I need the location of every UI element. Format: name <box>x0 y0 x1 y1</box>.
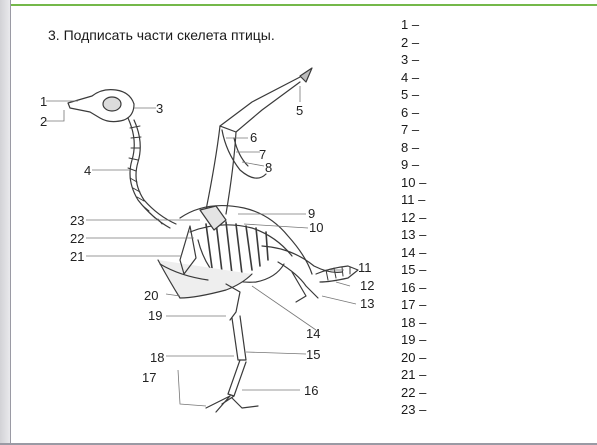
answer-line-15: 15 – <box>401 262 427 277</box>
answer-line-17: 17 – <box>401 297 427 312</box>
tarsometatarsus <box>227 359 247 397</box>
wing-radius <box>221 129 267 179</box>
callout-19: 19 <box>148 308 163 323</box>
wing-forearm-outline <box>235 81 301 133</box>
callout-18: 18 <box>150 350 165 365</box>
answer-line-12: 12 – <box>401 209 427 225</box>
callout-11: 11 <box>358 260 372 275</box>
answer-line-5: 5 – <box>401 87 420 102</box>
callout-2: 2 <box>40 114 48 129</box>
tibiotarsus <box>231 315 247 361</box>
callout-14: 14 <box>306 326 321 341</box>
answer-line-11: 11 – <box>401 192 426 207</box>
answer-line-10: 10 – <box>401 174 427 190</box>
header-divider <box>11 0 597 6</box>
answer-line-13: 13 – <box>401 227 427 242</box>
answer-line-9: 9 – <box>401 157 420 172</box>
callout-5: 5 <box>296 103 304 118</box>
task-title: 3. Подписать части скелета птицы. <box>48 27 275 43</box>
answer-line-22: 22 – <box>401 384 427 400</box>
callout-12: 12 <box>360 278 375 293</box>
callout-13: 13 <box>360 296 375 311</box>
answer-line-6: 6 – <box>401 104 420 120</box>
callout-21: 21 <box>70 249 85 264</box>
answer-line-14: 14 – <box>401 244 427 260</box>
wing-forearm <box>219 75 303 127</box>
ribcage <box>205 221 269 275</box>
callout-4: 4 <box>84 163 92 178</box>
femur <box>225 283 241 321</box>
neck-spine-outline <box>133 119 177 225</box>
coracoid <box>179 225 197 275</box>
pelvis <box>261 245 343 273</box>
answer-line-16: 16 – <box>401 279 427 295</box>
callout-9: 9 <box>308 206 316 221</box>
wing-tip <box>299 67 313 83</box>
answer-line-18: 18 – <box>401 314 427 330</box>
callout-17: 17 <box>142 370 157 385</box>
eye-socket <box>102 96 122 112</box>
answer-line-3: 3 – <box>401 52 420 67</box>
answer-line-19: 19 – <box>401 332 427 347</box>
pelvis-lower <box>277 261 319 299</box>
callout-1: 1 <box>40 94 48 109</box>
bird-skeleton-drawing <box>46 67 359 413</box>
backbone <box>179 204 313 275</box>
answer-line-23: 23 – <box>401 402 427 417</box>
answer-line-2: 2 – <box>401 34 420 50</box>
answer-line-21: 21 – <box>401 367 427 382</box>
answer-line-8: 8 – <box>401 139 420 155</box>
callout-15: 15 <box>306 347 321 362</box>
answer-list: 1 – 2 – 3 – 4 – 5 – 6 – 7 – 8 – 9 – 10 –… <box>401 16 426 419</box>
callout-3: 3 <box>156 101 164 116</box>
callout-6: 6 <box>250 130 258 145</box>
tail-vertebrae <box>315 265 359 283</box>
bird-skeleton-figure: 1 2 3 4 5 6 7 8 9 10 11 12 13 14 15 16 1… <box>30 60 390 425</box>
window-left-border <box>0 0 11 445</box>
callout-23: 23 <box>70 213 85 228</box>
callout-20: 20 <box>144 288 159 303</box>
callout-8: 8 <box>265 160 273 175</box>
window-bottom-border <box>0 443 597 445</box>
answer-line-7: 7 – <box>401 122 420 137</box>
answer-line-20: 20 – <box>401 349 427 365</box>
toes <box>205 395 259 413</box>
callout-16: 16 <box>304 383 319 398</box>
answer-line-1: 1 – <box>401 17 420 32</box>
shoulder-girdle <box>199 205 227 231</box>
skull <box>67 89 135 123</box>
humerus <box>205 125 237 215</box>
callout-22: 22 <box>70 231 85 246</box>
answer-line-4: 4 – <box>401 69 420 85</box>
callout-10: 10 <box>309 220 324 235</box>
callout-7: 7 <box>259 147 267 162</box>
